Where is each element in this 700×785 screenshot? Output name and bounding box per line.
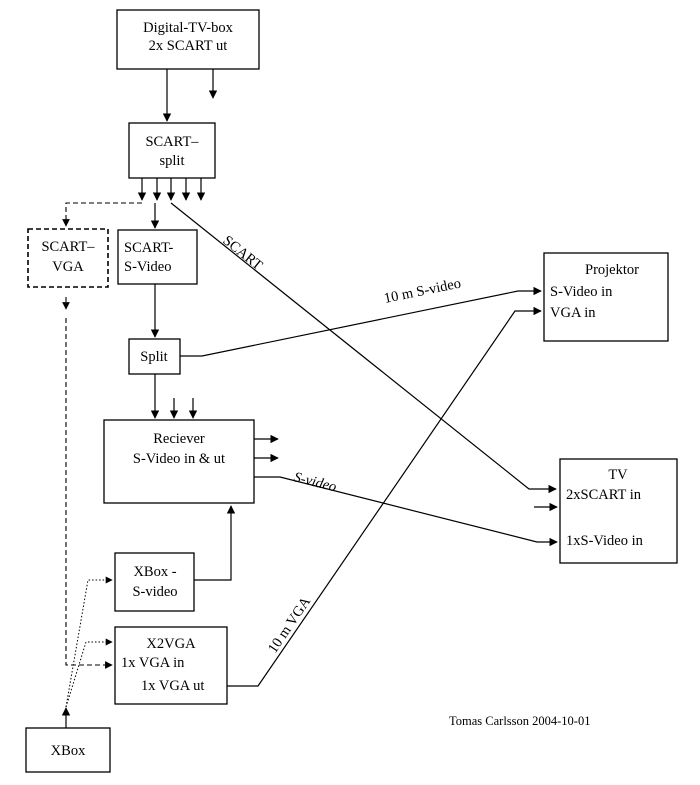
- xbox-svideo-subtitle: S-video: [132, 584, 177, 600]
- node-xbox: XBox: [25, 727, 111, 773]
- node-reciever: Reciever S-Video in & ut: [103, 419, 255, 504]
- tv-title: TV: [608, 467, 628, 483]
- node-tv: TV 2xSCART in 1xS-Video in: [559, 458, 678, 564]
- node-scart-svideo: SCART- S-Video: [117, 229, 198, 285]
- scart-vga-title: SCART–: [41, 239, 95, 255]
- split-title: Split: [140, 349, 167, 365]
- digital-tv-box-ports: 2x SCART ut: [149, 38, 228, 54]
- connector-reciever-to-tv: [254, 476, 558, 547]
- digital-tv-box-title: Digital-TV-box: [143, 20, 233, 36]
- reciever-title: Reciever: [153, 431, 205, 447]
- node-split: Split: [128, 338, 181, 375]
- node-scart-vga: SCART– VGA: [27, 228, 109, 288]
- connector-scart-to-tv: [170, 202, 557, 494]
- scart-svideo-subtitle: S-Video: [124, 259, 171, 275]
- edge-label-scart: SCART: [220, 233, 266, 274]
- tv-svideo-in: 1xS-Video in: [566, 533, 644, 549]
- node-scart-split: SCART– split: [128, 122, 216, 179]
- node-digital-tv-box: Digital-TV-box 2x SCART ut: [116, 9, 260, 70]
- xbox-svideo-title: XBox -: [133, 564, 176, 580]
- connector-xbox-to-x2vga: [65, 638, 113, 708]
- connector-split-to-scart-vga: [62, 202, 142, 227]
- xbox-title: XBox: [51, 743, 86, 759]
- x2vga-output: 1x VGA ut: [141, 678, 204, 694]
- connector-split-to-projektor: [180, 286, 542, 357]
- tv-scart-in: 2xSCART in: [566, 487, 642, 503]
- projektor-vga-in: VGA in: [550, 305, 596, 321]
- connector-xbox-svideo-to-reciever: [194, 505, 236, 581]
- node-xbox-svideo: XBox - S-video: [114, 552, 195, 612]
- edge-label-svideo-10m: 10 m S-video: [383, 276, 463, 307]
- edge-label-svideo: S-video: [292, 469, 338, 495]
- scart-split-title: SCART–: [145, 134, 199, 150]
- projektor-title: Projektor: [585, 262, 639, 278]
- scart-split-subtitle: split: [160, 153, 185, 169]
- x2vga-input: 1x VGA in: [121, 655, 185, 671]
- connector-x2vga-to-projektor: [227, 306, 542, 687]
- edge-label-vga-10m: 10 m VGA: [265, 594, 314, 657]
- connector-xbox-to-xbox-svideo: [65, 576, 113, 708]
- connector-scart-vga-down: [65, 318, 113, 669]
- reciever-ports: S-Video in & ut: [133, 451, 225, 467]
- author-credit: Tomas Carlsson 2004-10-01: [449, 714, 590, 728]
- node-projektor: Projektor S-Video in VGA in: [543, 252, 669, 342]
- x2vga-title: X2VGA: [146, 636, 196, 652]
- scart-svideo-title: SCART-: [124, 240, 174, 256]
- scart-vga-subtitle: VGA: [52, 259, 84, 275]
- projektor-svideo-in: S-Video in: [550, 284, 613, 300]
- node-x2vga: X2VGA 1x VGA in 1x VGA ut: [114, 626, 228, 705]
